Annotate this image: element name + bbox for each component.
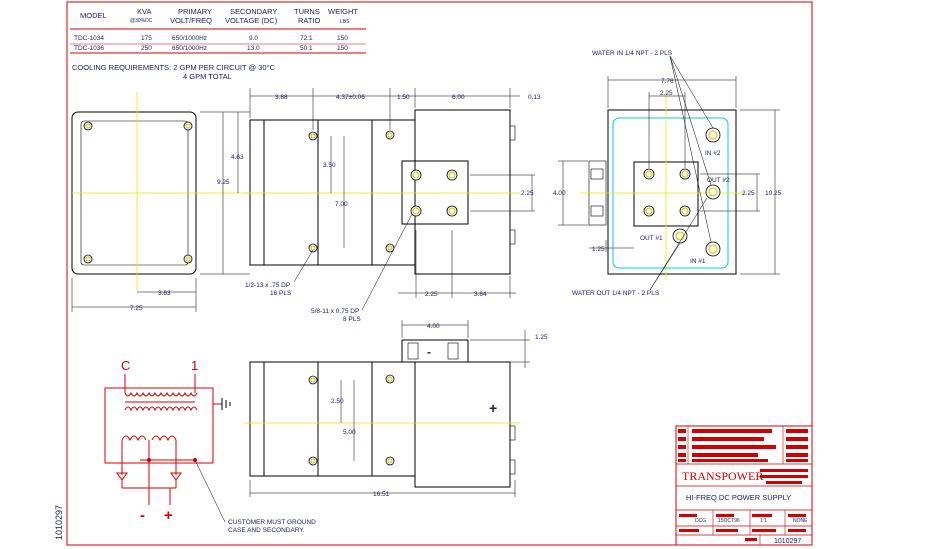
table-header-kva: KVA: [137, 7, 151, 16]
cooling-total: 4 GPM TOTAL: [183, 72, 232, 81]
dim-label: 4.37±0.06: [336, 94, 365, 101]
table-cell: 175: [141, 35, 152, 42]
schematic-label-1: 1: [191, 358, 198, 373]
company-logo: TRANSPOWER: [682, 469, 763, 483]
table-header-model: MODEL: [80, 11, 107, 20]
table-cell: 250: [141, 45, 152, 52]
table-cell: 13.0: [247, 45, 260, 52]
dim-label: 4.00: [553, 190, 566, 197]
schematic: C 1 - + CUSTOMER MUST GROUND CASE AND SE…: [104, 358, 316, 534]
table-header-weight: WEIGHT: [328, 7, 358, 16]
schematic-minus: -: [140, 507, 145, 524]
table-subheader-kva: @30%DC: [130, 18, 153, 24]
drawn-by: DCG: [695, 518, 706, 524]
table-subheader-secondary: VOLTAGE (DC): [225, 16, 278, 25]
schematic-label-c: C: [121, 358, 130, 373]
dim-label: 3.88: [275, 94, 288, 101]
dim-label: 10.25: [765, 190, 782, 197]
tap-note-a: 1/2-13 x .75 DP: [245, 282, 290, 289]
port-label-in2: IN #2: [705, 150, 721, 157]
terminal-minus: -: [427, 345, 431, 359]
table-cell: TDC-1036: [74, 45, 104, 52]
ground-note-2: CASE AND SECONDARY.: [228, 527, 305, 534]
dim-label: 1.25: [535, 334, 548, 341]
end-view-right: IN #2 OUT #2 OUT #1 IN #1 WATER IN 1/4 N…: [553, 50, 782, 297]
table-header-secondary: SECONDARY: [230, 7, 277, 16]
dim-label: 1.25: [592, 246, 605, 253]
schematic-plus: +: [164, 507, 173, 524]
dim-label: 6.00: [452, 94, 465, 101]
water-in-note: WATER IN 1/4 NPT - 2 PLS: [592, 50, 673, 57]
drawing-date: 15OCT96: [718, 518, 740, 524]
dim-label: 3.63: [158, 290, 171, 297]
tap-note-a-qty: 16 PLS: [270, 290, 292, 297]
drawing-size: NONE: [793, 518, 808, 524]
dim-label: 7.00: [335, 201, 348, 208]
ground-note: CUSTOMER MUST GROUND: [228, 519, 316, 526]
title-block: TRANSPOWER HI-FREQ DC POWER SUPPLY DCG 1…: [675, 425, 813, 546]
sheet-border: [66, 1, 813, 546]
dim-label: 1.50: [397, 94, 410, 101]
table-subheader-weight: LBS: [340, 19, 350, 25]
side-view-bottom: - + 2.50 5.00 4.00 1.25 16.51: [244, 320, 548, 498]
port-label-out1: OUT #1: [640, 235, 663, 242]
table-cell: 650/1000Hz: [172, 35, 207, 42]
side-view-top: 3.88 4.37±0.06 1.50 6.00 0.13 3.50 7.00 …: [244, 88, 541, 323]
terminal-plus: +: [489, 400, 497, 416]
spec-table: MODEL KVA @30%DC PRIMARY VOLT/FREQ SECON…: [70, 7, 366, 54]
table-cell: 72:1: [300, 35, 313, 42]
drawing-title: HI-FREQ DC POWER SUPPLY: [686, 493, 791, 502]
dim-label: 2.50: [331, 398, 344, 405]
port-label-out2: OUT #2: [707, 177, 730, 184]
port-label-in1: IN #1: [690, 258, 706, 265]
sidebar-drawing-number: 1010297: [54, 505, 64, 540]
table-cell: 9.0: [249, 35, 258, 42]
dim-label: 4.00: [427, 323, 440, 330]
table-cell: TDC-1034: [74, 35, 104, 42]
dim-label: 4.63: [231, 154, 244, 161]
dim-label: 16.51: [373, 491, 390, 498]
table-header-turns: TURNS: [294, 7, 320, 16]
dim-label: 3.50: [323, 162, 336, 169]
tap-note-b-qty: 8 PLS: [343, 316, 361, 323]
dim-label: 7.25: [130, 305, 143, 312]
table-subheader-primary: VOLT/FREQ: [170, 16, 212, 25]
dim-label: 7.76: [661, 78, 674, 85]
dim-label: 2.25: [742, 190, 755, 197]
water-out-note: WATER OUT 1/4 NPT - 2 PLS: [572, 290, 660, 297]
dim-label: 5.00: [343, 429, 356, 436]
table-cell: 50:1: [300, 45, 313, 52]
table-cell: 150: [337, 35, 348, 42]
dim-label: 3.64: [474, 291, 487, 298]
cooling-requirements: COOLING REQUIREMENTS: 2 GPM PER CIRCUIT …: [72, 63, 276, 72]
dim-label: 9.25: [217, 179, 230, 186]
end-view-left: 3.63 7.25 9.25 4.63: [71, 92, 250, 312]
table-cell: 150: [337, 45, 348, 52]
drawing-scale: 1:1: [760, 518, 767, 524]
dim-label: 0.13: [528, 94, 541, 101]
table-header-primary: PRIMARY: [178, 7, 212, 16]
dim-label: 2.25: [425, 291, 438, 298]
dim-label: 2.25: [521, 190, 534, 197]
drawing-number: 1010297: [774, 538, 801, 545]
table-cell: 650/1000Hz: [172, 45, 207, 52]
dim-label: 2.25: [660, 90, 673, 97]
table-subheader-turns: RATIO: [298, 16, 321, 25]
tap-note-b: 5/8-11 x 0.75 DP: [311, 308, 359, 315]
